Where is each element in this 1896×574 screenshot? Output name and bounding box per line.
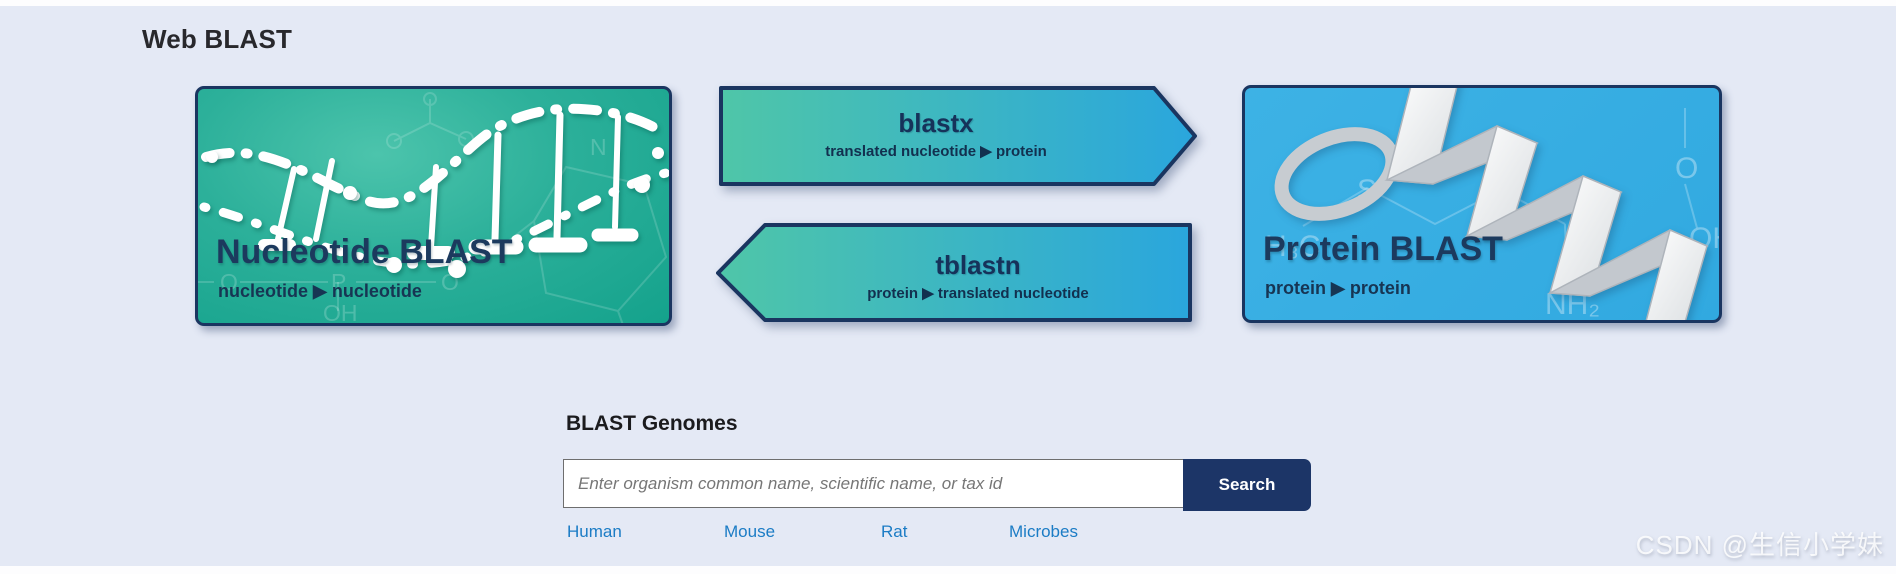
bottom-edge-strip: [0, 566, 1896, 574]
chem-label-o-left: O: [220, 269, 238, 295]
tblastn-arrow-shape: [716, 223, 1192, 322]
protein-helix-icon: H₃C S NH₂ O OH: [1265, 88, 1719, 320]
nucleotide-blast-card[interactable]: O P O OH N: [195, 86, 672, 326]
nucleotide-blast-title: Nucleotide BLAST: [216, 233, 513, 271]
chem-label-p: P: [331, 269, 346, 295]
search-button[interactable]: Search: [1183, 459, 1311, 511]
dna-helix-icon: O P O OH N: [198, 92, 669, 323]
genome-link-rat[interactable]: Rat: [881, 522, 908, 541]
nucleotide-blast-subtitle: nucleotide ▶ nucleotide: [218, 281, 422, 301]
organism-search-input[interactable]: [563, 459, 1183, 508]
top-edge-strip: [0, 0, 1896, 6]
protein-blast-title: Protein BLAST: [1263, 230, 1503, 268]
csdn-watermark: CSDN @生信小学妹: [1635, 530, 1884, 560]
protein-blast-card[interactable]: H₃C S NH₂ O OH Protein BLAS: [1242, 85, 1722, 323]
page-title: Web BLAST: [142, 24, 293, 54]
blast-genomes-heading: BLAST Genomes: [566, 412, 738, 435]
genome-link-human[interactable]: Human: [567, 522, 622, 541]
blastx-banner[interactable]: blastx translated nucleotide ▶ protein: [718, 85, 1198, 187]
chem-label-h3c: H₃C: [1265, 230, 1321, 263]
blastx-arrow-shape: [719, 86, 1197, 186]
protein-blast-subtitle: protein ▶ protein: [1265, 278, 1411, 298]
chem-label-o: O: [1675, 152, 1698, 185]
genome-link-microbes[interactable]: Microbes: [1009, 522, 1078, 541]
tblastn-banner[interactable]: tblastn protein ▶ translated nucleotide: [715, 222, 1193, 323]
chem-label-oh: OH: [323, 300, 358, 323]
chem-label-n: N: [590, 134, 607, 160]
genome-link-mouse[interactable]: Mouse: [724, 522, 776, 541]
